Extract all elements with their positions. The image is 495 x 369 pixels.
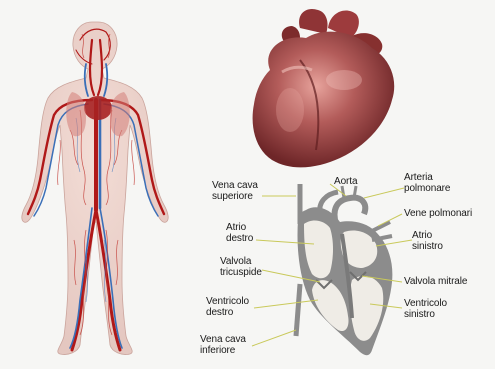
label-aorta: Aorta: [334, 176, 357, 187]
label-ventricolo-sinistro: Ventricolo sinistro: [404, 298, 447, 320]
label-ventricolo-destro: Ventricolo destro: [206, 296, 249, 318]
heart-section-diagram: [296, 184, 392, 355]
label-arteria-polmonare: Arteria polmonare: [404, 172, 450, 194]
label-atrio-destro: Atrio destro: [226, 222, 253, 244]
label-atrio-sinistro: Atrio sinistro: [412, 230, 443, 252]
anatomical-heart: [253, 9, 395, 167]
label-vene-polmonari: Vene polmonari: [404, 208, 472, 219]
body-heart: [84, 96, 112, 120]
aorta-vessel: [335, 198, 366, 224]
label-vena-cava-superiore: Vena cava superiore: [212, 180, 258, 202]
heart-body: [253, 32, 395, 168]
label-valvola-mitrale: Valvola mitrale: [404, 276, 467, 287]
inferior-vena-cava: [296, 284, 300, 336]
human-body-circulation: [22, 22, 168, 355]
label-vena-cava-inferiore: Vena cava inferiore: [200, 334, 246, 356]
label-valvola-tricuspide: Valvola tricuspide: [220, 256, 262, 278]
